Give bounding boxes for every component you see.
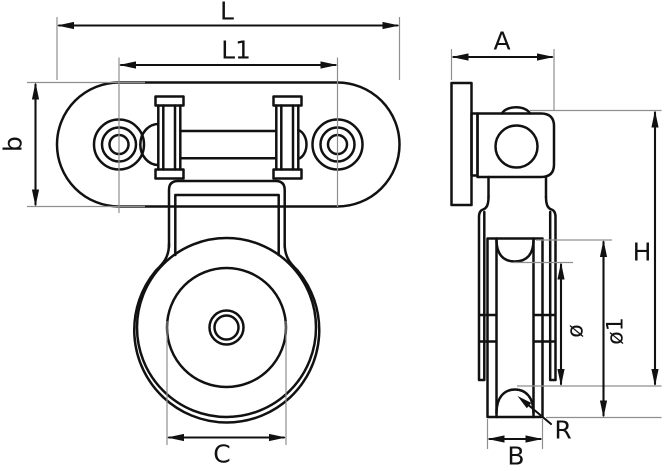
strap-head bbox=[167, 179, 286, 257]
axle-pin-ticks bbox=[478, 313, 557, 343]
label-H: H bbox=[633, 238, 652, 267]
strap-head-inner bbox=[174, 193, 280, 257]
dimension-L1: L1 bbox=[118, 36, 339, 213]
extension-lines bbox=[486, 419, 544, 449]
dimension-R: R bbox=[517, 396, 572, 445]
label-B: B bbox=[507, 442, 524, 471]
dimension-H: H bbox=[530, 109, 662, 386]
flange-inner-lines bbox=[495, 237, 535, 419]
arrowhead bbox=[557, 369, 565, 386]
label-R: R bbox=[554, 416, 571, 445]
arrowhead bbox=[525, 435, 543, 443]
label-b: b bbox=[0, 136, 28, 152]
arrowhead bbox=[269, 433, 286, 442]
right-strap-strip bbox=[544, 195, 557, 382]
extension-lines bbox=[118, 57, 339, 213]
hub-outer-circle bbox=[208, 309, 245, 346]
right-axle-end bbox=[297, 128, 308, 161]
arrowhead bbox=[382, 21, 400, 30]
arrowhead bbox=[167, 433, 184, 442]
arrowhead bbox=[599, 400, 608, 418]
right-post-top-cap bbox=[272, 95, 303, 107]
side-view bbox=[450, 81, 557, 419]
dimension-b: b bbox=[0, 81, 145, 208]
arrowhead bbox=[537, 53, 554, 61]
left-post-bottom-cap bbox=[154, 168, 185, 180]
arrowhead bbox=[487, 435, 505, 443]
stem bbox=[487, 175, 548, 199]
dimension-C: C bbox=[166, 321, 287, 469]
extension-lines bbox=[450, 49, 555, 111]
arrowhead bbox=[320, 61, 338, 69]
back-plate bbox=[450, 81, 473, 207]
extension-lines bbox=[513, 261, 662, 387]
strap-side bbox=[477, 195, 557, 382]
wheel-outer-circle bbox=[135, 236, 318, 419]
extension-lines bbox=[56, 17, 401, 80]
yoke-bracket bbox=[139, 95, 308, 180]
dimension-B: B bbox=[486, 419, 544, 471]
right-post bbox=[275, 104, 300, 171]
clevis-body bbox=[476, 112, 556, 179]
arrowhead bbox=[31, 189, 40, 207]
arrowhead bbox=[57, 21, 74, 30]
left-strap-strip bbox=[477, 195, 490, 382]
arrowhead bbox=[517, 396, 532, 409]
hub-bore bbox=[213, 314, 240, 341]
left-axle-end bbox=[139, 122, 160, 167]
groove-bottom-profile bbox=[495, 388, 535, 415]
arrowhead bbox=[557, 262, 565, 280]
dimension-groove-diameter: ø bbox=[513, 261, 662, 387]
arrowhead bbox=[451, 53, 469, 61]
arrowhead bbox=[651, 369, 659, 386]
label-L1: L1 bbox=[221, 36, 251, 65]
wheel-groove-circle bbox=[165, 266, 288, 389]
groove-top-profile bbox=[495, 238, 535, 263]
clevis-top-boss bbox=[500, 105, 532, 115]
arrowhead bbox=[119, 61, 136, 69]
extension-lines bbox=[27, 81, 145, 208]
dimension-outer-diameter: ø1 bbox=[536, 239, 662, 419]
strap-wrap bbox=[133, 242, 321, 424]
sheave-side bbox=[478, 237, 557, 419]
left-post bbox=[157, 104, 182, 171]
label-groove-diameter: ø bbox=[564, 324, 589, 337]
extension-lines bbox=[536, 239, 662, 419]
arrowhead bbox=[651, 110, 659, 128]
strap-head-outer bbox=[167, 179, 286, 249]
label-outer-diameter: ø1 bbox=[604, 317, 629, 344]
dimension-A: A bbox=[450, 27, 555, 111]
arrowhead bbox=[31, 82, 40, 100]
right-post-bottom-cap bbox=[272, 168, 303, 180]
axle-tube bbox=[179, 129, 278, 160]
dimension-L: L bbox=[56, 0, 401, 80]
label-L: L bbox=[220, 0, 234, 26]
left-post-top-cap bbox=[154, 95, 185, 107]
front-view bbox=[55, 81, 401, 424]
arrowhead bbox=[599, 240, 608, 257]
label-A: A bbox=[493, 27, 510, 56]
extension-lines bbox=[166, 321, 287, 445]
label-C: C bbox=[213, 440, 230, 469]
clevis-hole bbox=[494, 124, 539, 169]
sheave-front bbox=[135, 236, 318, 419]
